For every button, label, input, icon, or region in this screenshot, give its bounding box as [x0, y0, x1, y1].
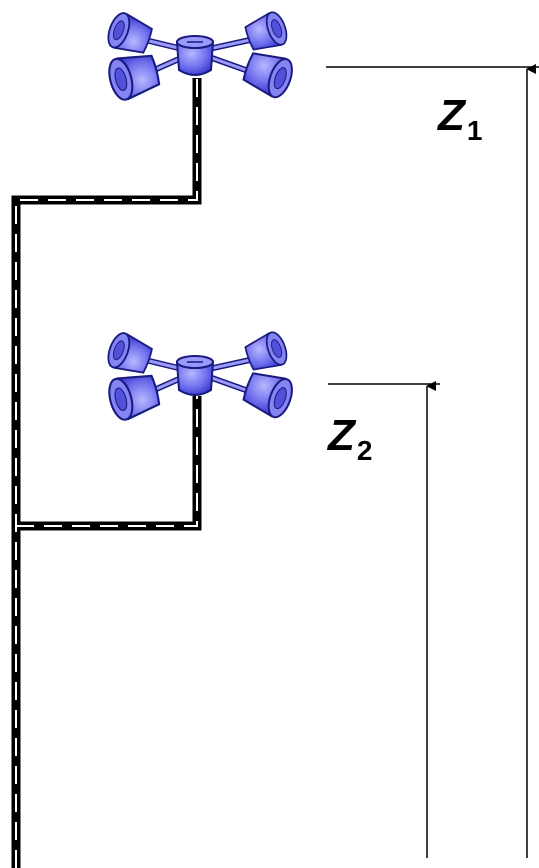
z2-label: Z2 [326, 411, 372, 466]
z1-label: Z1 [436, 91, 482, 146]
svg-text:Z2: Z2 [326, 411, 372, 466]
z2-label-main: Z [326, 411, 357, 460]
svg-text:Z1: Z1 [436, 91, 482, 146]
z2-label-subscript: 2 [357, 435, 373, 466]
z1-label-main: Z [436, 91, 467, 140]
mast-pole-outline [11, 78, 202, 868]
mast-pole-core [15, 78, 198, 868]
mast [11, 78, 202, 868]
z1-label-subscript: 1 [467, 115, 483, 146]
